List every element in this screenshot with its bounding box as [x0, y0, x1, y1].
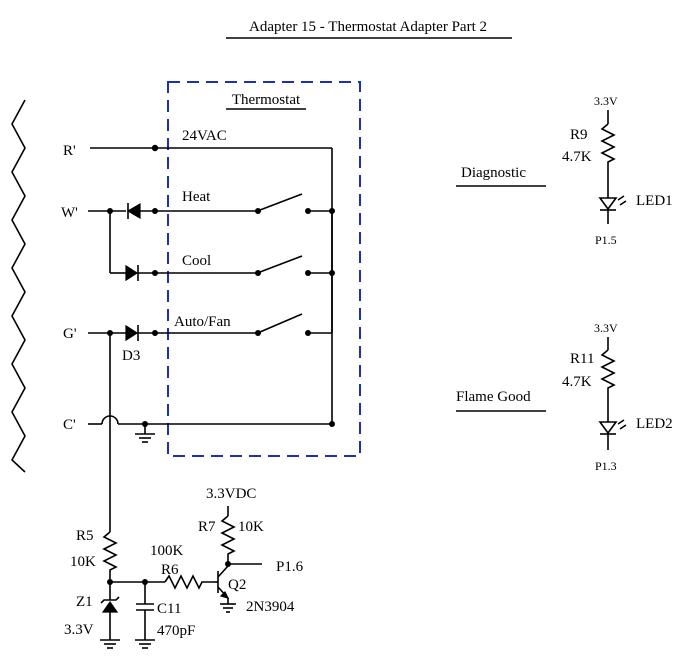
line-label-cool: Cool: [182, 253, 211, 269]
thermostat-label: Thermostat: [232, 92, 301, 108]
led1-label: LED1: [636, 193, 673, 209]
z1-name: Z1: [76, 594, 93, 610]
terminal-c: C': [63, 417, 76, 433]
diode-d3-label: D3: [122, 348, 140, 364]
r7-resistor: [220, 506, 262, 567]
diagnostic-supply: 3.3V: [594, 94, 618, 108]
terminal-g: G': [63, 326, 77, 342]
zener-z1: [100, 582, 120, 649]
r6-value: 100K: [150, 543, 184, 559]
z1-value: 3.3V: [64, 622, 94, 638]
c11-value: 470pF: [157, 623, 195, 639]
r6-name: R6: [161, 562, 179, 578]
r5-resistor: [102, 531, 118, 582]
flame-good-label: Flame Good: [456, 389, 531, 405]
r5-value: 10K: [70, 554, 96, 570]
r9-name: R9: [570, 127, 588, 143]
r9-value: 4.7K: [562, 149, 592, 165]
r9-resistor: [600, 110, 616, 198]
capacitor-c11: [135, 582, 155, 649]
thermostat-enclosure: [167, 81, 361, 457]
diagram-title: Adapter 15 - Thermostat Adapter Part 2: [249, 19, 487, 35]
w-heat-cool-lines: [88, 193, 335, 282]
transistor-q2: [214, 564, 236, 613]
c-line: [88, 415, 335, 443]
c11-name: C11: [157, 601, 181, 617]
terminal-r: R': [63, 143, 76, 159]
line-label-heat: Heat: [182, 189, 211, 205]
connector-break-line: [11, 99, 26, 473]
r11-name: R11: [570, 351, 594, 367]
output-pin-p16: P1.6: [276, 559, 304, 575]
r6-resistor: [164, 574, 214, 590]
r7-value: 10K: [238, 519, 264, 535]
flame-good-pin: P1.3: [595, 459, 617, 473]
line-label-autofan: Auto/Fan: [174, 314, 231, 330]
supply-3v3dc: 3.3VDC: [206, 486, 256, 502]
r11-resistor: [600, 337, 616, 422]
r11-value: 4.7K: [562, 374, 592, 390]
led2: [598, 419, 627, 450]
flame-good-supply: 3.3V: [594, 321, 618, 335]
led2-label: LED2: [636, 416, 673, 432]
r5-name: R5: [76, 528, 94, 544]
r-line: [90, 144, 333, 424]
input-node: [107, 579, 165, 585]
line-label-24vac: 24VAC: [182, 128, 227, 144]
q2-part: 2N3904: [246, 599, 295, 615]
q2-name: Q2: [228, 577, 246, 593]
led1: [598, 195, 627, 224]
diagnostic-label: Diagnostic: [461, 165, 526, 181]
r7-name: R7: [198, 519, 216, 535]
terminal-w: W': [61, 205, 78, 221]
diagnostic-pin: P1.5: [595, 233, 617, 247]
